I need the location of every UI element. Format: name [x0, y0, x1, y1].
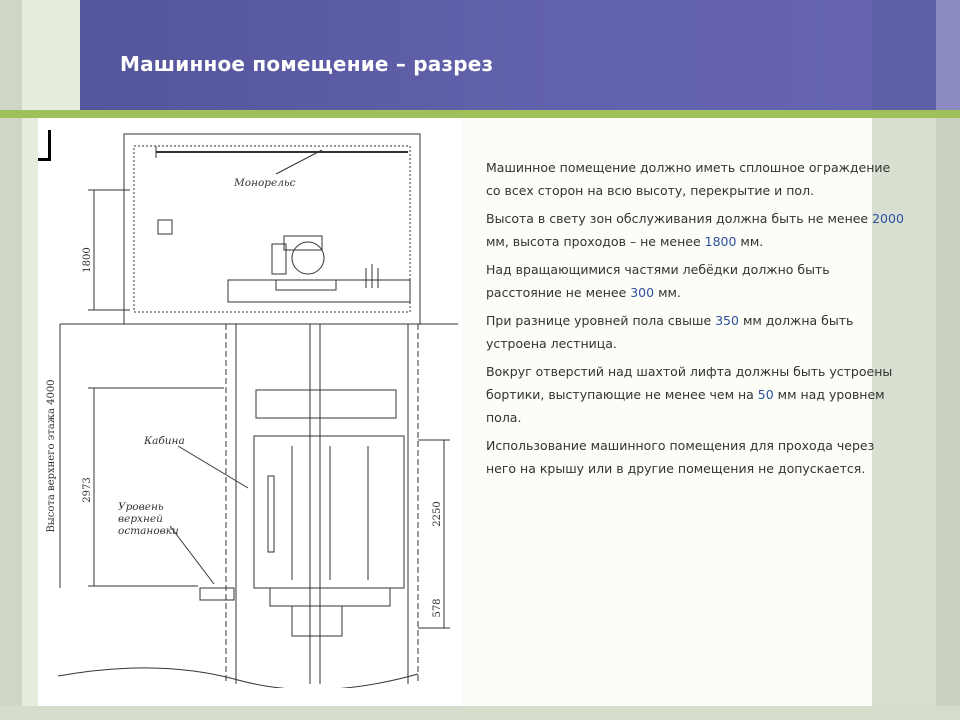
- cabin-floor-frame: [269, 587, 391, 607]
- p2-text-c: мм.: [736, 234, 764, 249]
- cabin-door-handle: [267, 475, 275, 553]
- safety-gear: [291, 605, 343, 637]
- corner-bracket: [38, 130, 51, 161]
- p2-text-b: мм, высота проходов – не менее: [486, 234, 705, 249]
- level-leader: [169, 525, 215, 585]
- p5-text-a: Вокруг отверстий над шахтой лифта должны…: [486, 364, 893, 402]
- p2-value-1800: 1800: [704, 234, 737, 249]
- p2-text-a: Высота в свету зон обслуживания должна б…: [486, 211, 873, 226]
- p4-value-350: 350: [715, 313, 739, 328]
- header-right-block: [872, 0, 936, 110]
- paragraph-3: Над вращающимися частями лебёдки должно …: [486, 258, 906, 304]
- paragraph-1: Машинное помещение должно иметь сплошное…: [486, 160, 891, 198]
- machine-room-section-drawing: Монорельс Кабина Уровень верхней останов…: [46, 133, 458, 688]
- machine-room-inner: [133, 145, 411, 313]
- machine-room-outline: [123, 133, 421, 325]
- text-panel: [462, 118, 872, 720]
- paragraph-2: Высота в свету зон обслуживания должна б…: [486, 207, 906, 253]
- winch-base: [275, 279, 337, 291]
- dim-578-label: 578: [432, 598, 443, 617]
- header-right-edge: [936, 0, 960, 110]
- p3-text-a: Над вращающимися частями лебёдки должно …: [486, 262, 830, 300]
- left-stripe: [0, 0, 22, 720]
- p5-value-50: 50: [757, 387, 774, 402]
- p3-value-300: 300: [630, 285, 655, 300]
- monorail-label: Монорельс: [233, 177, 296, 189]
- accent-bar: [0, 110, 960, 118]
- dim-1800-label: 1800: [82, 247, 93, 272]
- winch-frame: [227, 279, 411, 303]
- dim-2250-label: 2250: [432, 501, 443, 526]
- paragraph-4: При разнице уровней пола свыше 350 мм до…: [486, 309, 906, 355]
- winch-motor: [283, 235, 323, 251]
- bottom-bar: [0, 706, 960, 720]
- p3-text-b: мм.: [654, 285, 681, 300]
- p5-text-b: мм над уровнем пола.: [486, 387, 885, 425]
- pit-curve: [57, 667, 419, 688]
- p4-text-b: мм должна быть устроена лестница.: [486, 313, 854, 351]
- cabin: [253, 435, 405, 589]
- level-label-line1: Уровень: [118, 501, 164, 513]
- cabin-leader: [177, 445, 249, 489]
- winch-brake: [271, 243, 287, 275]
- dim-4000-label: Высота верхнего этажа 4000: [46, 379, 57, 532]
- p4-text-a: При разнице уровней пола свыше: [486, 313, 716, 328]
- level-label-line3: остановки: [118, 525, 179, 537]
- dim-2973-label: 2973: [82, 477, 93, 502]
- landing-sill: [199, 587, 235, 601]
- wall-socket: [157, 219, 173, 235]
- paragraph-5: Вокруг отверстий над шахтой лифта должны…: [486, 360, 906, 429]
- level-label-line2: верхней: [118, 513, 163, 525]
- p2-value-2000: 2000: [872, 211, 904, 226]
- slide-title: Машинное помещение – разрез: [120, 52, 494, 76]
- right-stripe-dark: [936, 0, 960, 720]
- requirements-text: Машинное помещение должно иметь сплошное…: [486, 156, 906, 485]
- slide-header: [80, 0, 872, 110]
- winch-drum: [291, 241, 325, 275]
- cabin-label: Кабина: [143, 435, 185, 447]
- crosshead: [255, 389, 397, 419]
- monorail-leader: [275, 149, 323, 175]
- paragraph-6: Использование машинного помещения для пр…: [486, 438, 875, 476]
